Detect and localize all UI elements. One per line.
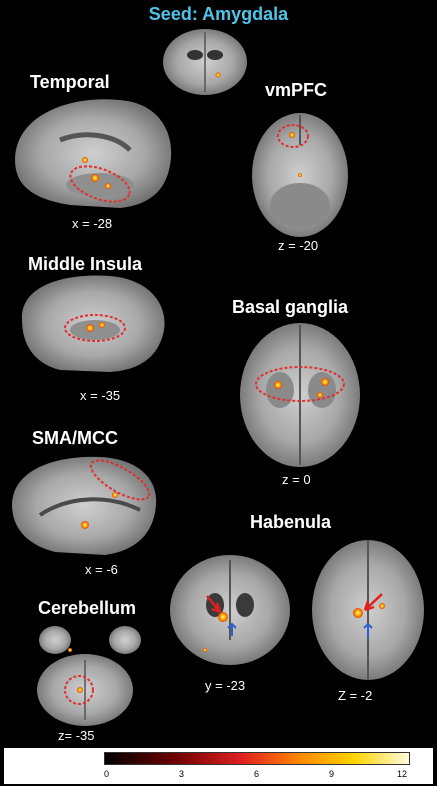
basal-ganglia-label: Basal ganglia xyxy=(232,297,349,317)
colorbar-tick-12: 12 xyxy=(397,769,408,779)
cerebellum-label: Cerebellum xyxy=(38,598,137,618)
basal-ganglia-coord: z = 0 xyxy=(282,472,311,487)
basal-ganglia-axial-slice xyxy=(240,323,360,467)
vmpfc-axial-slice xyxy=(252,113,348,237)
vmpfc-coord: z = -20 xyxy=(278,238,319,253)
habenula-coronal-slice xyxy=(170,555,290,665)
temporal-label: Temporal xyxy=(30,72,110,92)
middle-insula-sagittal-slice xyxy=(21,275,165,372)
sma-mcc-coord: x = -6 xyxy=(85,562,118,577)
temporal-sagittal-slice xyxy=(15,99,172,208)
sma-mcc-label: SMA/MCC xyxy=(32,428,118,448)
seed-coronal-slice xyxy=(163,29,247,95)
colorbar-tick-9: 9 xyxy=(329,769,335,779)
figure-title: Seed: Amygdala xyxy=(148,4,289,24)
colorbar-tick-3: 3 xyxy=(179,769,185,779)
temporal-coord: x = -28 xyxy=(72,216,113,231)
colorbar-tick-0: 0 xyxy=(104,769,110,779)
habenula-label: Habenula xyxy=(250,512,332,532)
middle-insula-label: Middle Insula xyxy=(28,254,143,274)
habenula-axial-coord: Z = -2 xyxy=(338,688,373,703)
middle-insula-coord: x = -35 xyxy=(80,388,121,403)
habenula-coronal-coord: y = -23 xyxy=(205,678,246,693)
cerebellum-axial-slice xyxy=(37,626,141,726)
colorbar xyxy=(104,752,410,765)
vmpfc-label: vmPFC xyxy=(265,80,328,100)
sma-mcc-sagittal-slice xyxy=(12,456,157,555)
cerebellum-coord: z= -35 xyxy=(58,728,95,743)
colorbar-tick-6: 6 xyxy=(254,769,260,779)
habenula-axial-slice xyxy=(312,540,424,680)
